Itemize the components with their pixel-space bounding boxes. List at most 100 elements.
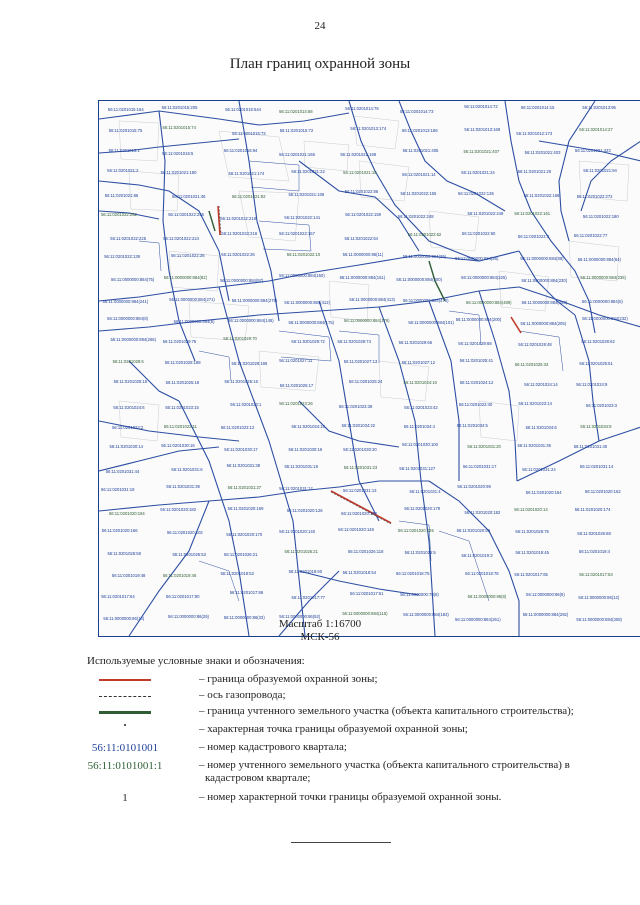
map-label: 56:11:0201015:73: [232, 130, 266, 136]
map-label: 56:11:0201017:64: [101, 594, 135, 600]
map-label: 56:11:0201020:169: [227, 505, 264, 511]
map-label: 56:11:0201022:157: [279, 230, 315, 236]
map-label: 56:11:0201015:75: [108, 128, 143, 134]
map-label: 56:11:0201026:21: [284, 549, 318, 555]
map-label: 56:11:0000000:884(205): [520, 321, 567, 327]
map-label: 56:11:0000000:884(176): [344, 317, 390, 323]
map-label: 56:11:0000000:86(33): [223, 614, 265, 620]
map-label: 56:11:0201021:403: [524, 150, 561, 156]
map-label: 56:11:0201030:20: [343, 447, 377, 453]
map-label: 56:11:0201021:180: [160, 169, 197, 175]
legend-row-parcel-boundary: – граница учтенного земельного участка (…: [56, 704, 616, 720]
map-label: 56:11:0000000:70(8): [400, 592, 439, 598]
map-lines: [99, 101, 640, 636]
map-label: 56:11:0201020:162: [584, 488, 621, 494]
map-label: 56:11:0201022:36: [171, 252, 205, 258]
map-label: 56:11:0201019:4: [578, 548, 610, 554]
map-label: 56:11:0000000:884(64): [577, 257, 621, 263]
map-label: 56:11:0201020:174: [574, 507, 611, 513]
map-label: 56:11:0201021:405: [402, 147, 439, 153]
map-label: 56:11:0201022:62: [407, 231, 442, 237]
map-label: 56:11:0000000:884(75): [111, 276, 155, 282]
map-label: 56:11:0000000:884(235): [580, 275, 626, 281]
map-label: 56:11:0201020:184: [108, 510, 145, 516]
map-label: 56:11:0201030:18: [288, 447, 323, 453]
map-label: 56:11:0000000:86(29): [168, 614, 209, 620]
map-label: 56:11:0201022:225: [110, 235, 147, 241]
map-label: 56:11:0201012:173: [516, 131, 553, 137]
red-line-symbol: [56, 672, 194, 688]
map-label: 56:11:0201028:186: [231, 360, 268, 366]
parcel-code-symbol: 56:11:0101001:1: [87, 760, 163, 772]
map-label: 56:11:0000000:86(52): [279, 613, 321, 619]
map-label: 56:11:0000000:884(183): [403, 612, 449, 618]
map-label: 56:11:0201021:168: [340, 151, 377, 157]
map-label: 56:11:0201022:224: [163, 235, 199, 241]
map-label: 56:11:0000000:884(292): [522, 612, 569, 618]
legend-text: – ось газопровода;: [199, 689, 286, 701]
map-label: 56:11:0201020:126: [286, 507, 323, 513]
map-label: 56:11:0201018:54: [342, 570, 377, 576]
map-label: 56:11:0201029:74: [337, 338, 371, 344]
green-line-symbol: [56, 704, 194, 720]
map-label: 56:11:0201017:80: [166, 593, 200, 599]
map-label: 56:11:0201022:10: [286, 252, 321, 258]
map-title: План границ охранной зоны: [229, 56, 411, 72]
map-label: 56:11:0201020:98: [457, 484, 491, 490]
map-label: 56:11:0201020:140: [279, 528, 316, 534]
map-label: 56:11:0000000:904(29): [402, 254, 446, 260]
map-label: 56:11:0201025:18: [165, 379, 200, 385]
map-label: 56:11:0000000:884(271): [169, 297, 215, 303]
map-label: 56:11:0201031:18: [101, 487, 135, 493]
map-label: 56:11:0201016:5: [162, 150, 194, 156]
map-label: 56:11:0201026:21: [224, 551, 258, 557]
map-label: 56:11:0201022:141: [284, 214, 321, 220]
map-label: 56:11:0201023:26: [279, 400, 313, 406]
map-label: 56:11:0000000:884(232): [582, 316, 628, 322]
map-label: 56:11:0201014:72: [464, 104, 498, 110]
map-label: 56:11:0201021:22: [291, 169, 325, 175]
map-label: 56:11:0000000:884(101): [408, 319, 454, 325]
map-label: 56:11:0201028:188: [164, 359, 201, 365]
scale-block: Масштаб 1:16700 МСК-56: [0, 618, 640, 644]
map-label: 56:11:0201013:174: [350, 126, 387, 132]
map-label: 56:11:0201015:72: [279, 127, 314, 133]
legend-text: – граница учтенного земельного участка (…: [199, 705, 574, 717]
map-label: 56:11:0000000:884(230): [521, 278, 568, 284]
map-label: 56:11:0201015:74: [162, 125, 196, 131]
map-label: 56:11:0201031:27: [227, 484, 262, 490]
map-label: 56:11:0000000:884(241): [102, 299, 149, 305]
map-label: 56:11:0000000:884(5): [581, 299, 623, 305]
map-label: 56:11:0201019:45: [515, 550, 549, 556]
map-label: 56:11:0201020:146: [338, 527, 374, 533]
map-label: 56:11:0201019:48: [111, 572, 146, 578]
map-label: 56:11:0000000:884(412): [284, 299, 330, 305]
map-label: 56:11:0000000:884(200): [455, 317, 502, 323]
map-label: 56:11:0201034:6: [525, 425, 557, 431]
map-label: 56:11:0000000:884(470): [402, 298, 449, 304]
map-label: 56:11:0201020:125: [398, 528, 434, 534]
map-label: 56:11:0201018:75: [396, 571, 430, 577]
map-label: 56:11:0201025:15: [113, 379, 148, 385]
map-label: 56:11:0201022:256: [168, 212, 204, 218]
map-label: 56:11:0201027:13: [343, 358, 378, 364]
map-label: 56:11:0201031:40: [573, 444, 608, 450]
map-label: 56:11:0201034:9: [580, 423, 612, 429]
map-label: 56:11:0201014:76: [345, 106, 379, 112]
map-label: 56:11:0201025:24: [348, 378, 383, 384]
map-label: 56:11:0201025:33: [514, 361, 549, 367]
map-label: 56:11:0201031:20: [467, 443, 501, 449]
footer-rule: [291, 842, 391, 843]
map-label: 56:11:0201028:48: [518, 341, 552, 347]
map-label: 56:11:0201021:24: [461, 169, 495, 175]
map-label: 56:11:0201017:86: [229, 590, 264, 596]
map-label: 56:11:0000000:884(82): [163, 275, 207, 281]
map-label: 56:11:0201023:40: [458, 401, 493, 407]
map-label: 56:11:0201022:26: [221, 251, 255, 257]
map-label: 56:11:0201020:166: [101, 527, 138, 533]
map-label: 56:11:0201013:186: [401, 128, 438, 134]
map-label: 56:11:0201031:18: [284, 463, 318, 469]
map-label: 56:11:0201021:20: [517, 168, 552, 174]
map-label: 56:11:0201014:15: [520, 105, 555, 111]
